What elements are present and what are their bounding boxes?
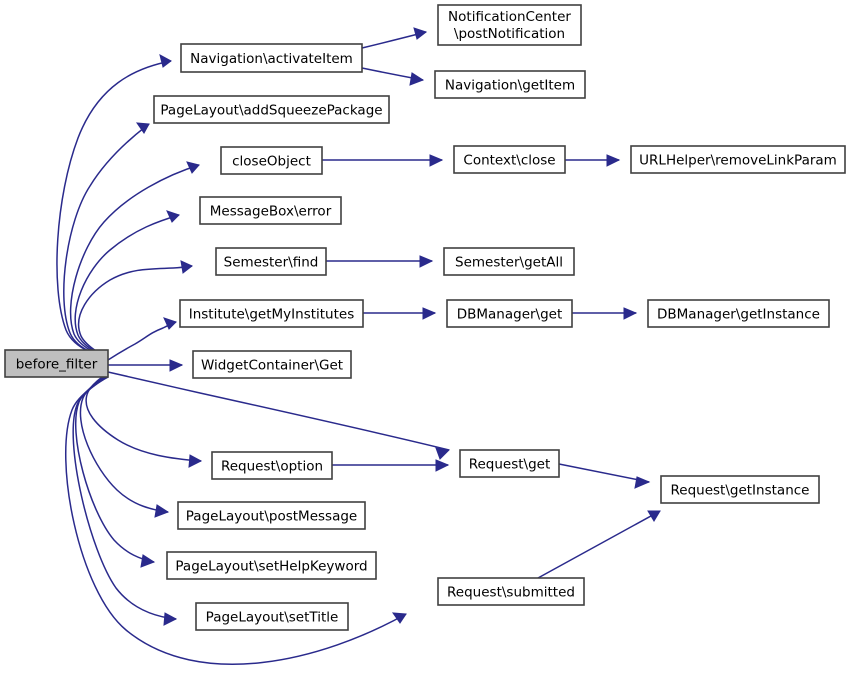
edge-dbManagerGet-to-dbManagerGetInstance xyxy=(572,307,638,320)
node-widgetContainerGet[interactable]: WidgetContainer\Get xyxy=(192,350,352,379)
edge-line xyxy=(107,371,450,451)
edge-line xyxy=(558,463,650,483)
node-box[interactable] xyxy=(199,196,342,225)
edge-activateItem-to-getItem xyxy=(361,67,425,86)
node-box[interactable] xyxy=(4,349,109,378)
arrowhead-icon xyxy=(188,454,203,468)
edge-line xyxy=(63,123,150,359)
edge-before_filter-to-requestOption xyxy=(85,372,203,468)
node-removeLinkParam[interactable]: URLHelper\removeLinkParam xyxy=(630,145,846,174)
node-box[interactable] xyxy=(153,95,390,124)
node-box[interactable] xyxy=(220,146,323,175)
node-postMessage[interactable]: PageLayout\postMessage xyxy=(177,501,366,530)
arrowhead-icon xyxy=(186,161,200,174)
edge-line xyxy=(537,510,661,579)
edge-line xyxy=(85,372,202,462)
node-semesterGetAll[interactable]: Semester\getAll xyxy=(443,247,575,276)
edge-closeObject-to-contextClose xyxy=(322,154,444,167)
edge-before_filter-to-widgetContainerGet xyxy=(108,359,184,372)
arrowhead-icon xyxy=(419,255,434,268)
node-dbManagerGetInstance[interactable]: DBManager\getInstance xyxy=(647,299,830,328)
node-requestGet[interactable]: Request\get xyxy=(459,449,560,478)
node-box[interactable] xyxy=(630,145,846,174)
node-box[interactable] xyxy=(459,449,560,478)
edge-line xyxy=(65,376,407,665)
edge-requestOption-to-requestGet xyxy=(332,459,450,472)
arrowhead-icon xyxy=(606,154,621,167)
arrowhead-icon xyxy=(163,612,178,626)
arrowhead-icon xyxy=(169,359,184,372)
edge-activateItem-to-postNotification xyxy=(361,27,428,49)
node-box[interactable] xyxy=(211,451,333,480)
node-closeObject[interactable]: closeObject xyxy=(220,146,323,175)
edge-line xyxy=(69,164,200,359)
node-box[interactable] xyxy=(437,577,585,606)
edge-semesterFind-to-semesterGetAll xyxy=(326,255,434,268)
node-box[interactable] xyxy=(192,350,352,379)
edge-requestGet-to-requestGetInstance xyxy=(558,463,651,489)
node-box[interactable] xyxy=(179,299,364,328)
edge-before_filter-to-getMyInstitutes xyxy=(107,317,177,361)
arrowhead-icon xyxy=(163,317,177,330)
arrowhead-icon xyxy=(435,447,451,460)
edges-layer xyxy=(56,27,661,665)
node-requestSubmitted[interactable]: Request\submitted xyxy=(437,577,585,606)
edge-before_filter-to-closeObject xyxy=(69,161,200,359)
node-requestGetInstance[interactable]: Request\getInstance xyxy=(660,475,820,504)
node-box[interactable] xyxy=(166,551,377,580)
arrowhead-icon xyxy=(180,260,193,274)
node-box[interactable] xyxy=(434,70,586,99)
edge-requestSubmitted-to-requestGetInstance xyxy=(537,510,661,579)
arrowhead-icon xyxy=(623,307,638,320)
edge-line xyxy=(56,60,172,359)
node-box[interactable] xyxy=(195,602,349,631)
arrowhead-icon xyxy=(429,154,444,167)
node-box[interactable] xyxy=(443,247,575,276)
node-setTitle[interactable]: PageLayout\setTitle xyxy=(195,602,349,631)
arrowhead-icon xyxy=(409,72,425,86)
node-box[interactable] xyxy=(660,475,820,504)
node-box[interactable] xyxy=(446,299,573,328)
arrowhead-icon xyxy=(166,210,180,223)
edge-before_filter-to-requestSubmitted xyxy=(65,376,407,665)
node-box[interactable] xyxy=(437,4,582,46)
edge-before_filter-to-requestGet xyxy=(107,371,451,460)
node-box[interactable] xyxy=(647,299,830,328)
arrowhead-icon xyxy=(435,459,450,472)
node-box[interactable] xyxy=(215,247,327,276)
edge-contextClose-to-removeLinkParam xyxy=(565,154,621,167)
node-postNotification[interactable]: NotificationCenter\postNotification xyxy=(437,4,582,46)
arrowhead-icon xyxy=(647,510,661,522)
node-requestOption[interactable]: Request\option xyxy=(211,451,333,480)
node-getMyInstitutes[interactable]: Institute\getMyInstitutes xyxy=(179,299,364,328)
node-activateItem[interactable]: Navigation\activateItem xyxy=(180,43,363,73)
node-messageBoxError[interactable]: MessageBox\error xyxy=(199,196,342,225)
node-before_filter[interactable]: before_filter xyxy=(4,349,109,378)
arrowhead-icon xyxy=(159,54,172,68)
node-box[interactable] xyxy=(453,145,566,174)
edge-getMyInstitutes-to-dbManagerGet xyxy=(363,307,437,320)
node-semesterFind[interactable]: Semester\find xyxy=(215,247,327,276)
arrowhead-icon xyxy=(634,476,651,489)
node-box[interactable] xyxy=(180,43,363,73)
arrowhead-icon xyxy=(154,504,170,518)
node-dbManagerGet[interactable]: DBManager\get xyxy=(446,299,573,328)
arrowhead-icon xyxy=(135,122,150,134)
node-contextClose[interactable]: Context\close xyxy=(453,145,566,174)
arrowhead-icon xyxy=(413,27,428,40)
node-setHelpKeyword[interactable]: PageLayout\setHelpKeyword xyxy=(166,551,377,580)
edge-before_filter-to-addSqueezePackage xyxy=(63,122,150,359)
node-box[interactable] xyxy=(177,501,366,530)
arrowhead-icon xyxy=(140,554,156,568)
node-addSqueezePackage[interactable]: PageLayout\addSqueezePackage xyxy=(153,95,390,124)
node-getItem[interactable]: Navigation\getItem xyxy=(434,70,586,99)
arrowhead-icon xyxy=(391,612,407,624)
edge-before_filter-to-activateItem xyxy=(56,54,172,359)
arrowhead-icon xyxy=(422,307,437,320)
